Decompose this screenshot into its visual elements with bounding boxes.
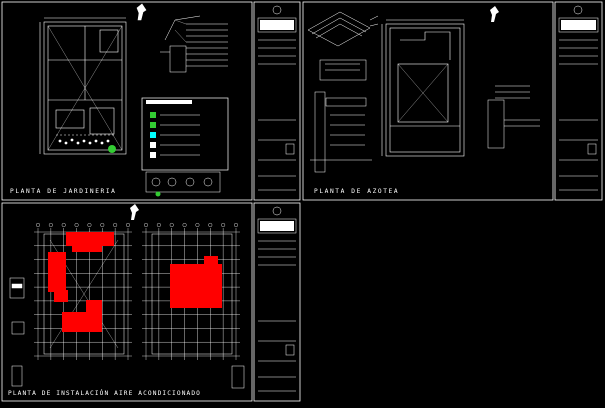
sheet-2-plan	[381, 19, 465, 157]
grid-bubble	[48, 222, 53, 227]
grid-bubble	[169, 222, 174, 227]
sheet-1-plant-samples	[145, 171, 221, 193]
grid-bubble	[74, 222, 79, 227]
plant-sample-green	[155, 191, 161, 197]
sheet-2-detail	[487, 85, 540, 149]
title-block-1-header	[260, 20, 294, 30]
grid-bubble	[87, 222, 92, 227]
sheet-1-title: PLANTA DE JARDINERIA	[10, 188, 117, 195]
sheet-2-frame	[302, 1, 603, 201]
hvac-zones-right	[170, 256, 222, 308]
sheet-3-equipment	[9, 277, 245, 389]
sheet-1-plan	[39, 17, 127, 155]
tree-symbol	[108, 145, 116, 153]
grid-bubble	[208, 222, 213, 227]
sheet-1-frame	[1, 1, 301, 201]
grid-bubble	[100, 222, 105, 227]
grid-bubble	[221, 222, 226, 227]
grid-bubble	[61, 222, 66, 227]
title-block-1	[257, 5, 297, 191]
grid-bubble	[156, 222, 161, 227]
title-block-2	[558, 5, 599, 191]
grid-bubble	[125, 222, 130, 227]
grid-bubble	[143, 222, 148, 227]
sheet-1-detail	[160, 15, 228, 73]
title-block-2-header	[561, 20, 596, 30]
title-block-3-header	[260, 221, 294, 231]
grid-bubble	[113, 222, 118, 227]
sheet-1-shrubs	[58, 138, 110, 145]
grid-bubble	[182, 222, 187, 227]
hvac-zones-left	[48, 232, 114, 332]
sheet-3-grid-right	[142, 222, 240, 360]
sheet-3-frame	[1, 202, 301, 402]
sheet-1-legend	[141, 97, 229, 171]
sheet-2-section	[310, 59, 372, 173]
sheet-3-right-plan	[151, 233, 233, 355]
grid-bubble	[233, 222, 238, 227]
sheet-2-title: PLANTA DE AZOTEA	[314, 188, 400, 195]
sheet-1-north-arrow	[136, 3, 147, 21]
title-block-3	[257, 206, 297, 392]
sheet-3-north-arrow	[130, 204, 139, 220]
grid-bubble	[36, 222, 41, 227]
sheet-2-roof-layers	[307, 11, 379, 47]
sheet-3-title: PLANTA DE INSTALACIÓN AIRE ACONDICIONADO	[8, 390, 202, 397]
sheet-2-north-arrow	[490, 6, 499, 22]
grid-bubble	[195, 222, 200, 227]
